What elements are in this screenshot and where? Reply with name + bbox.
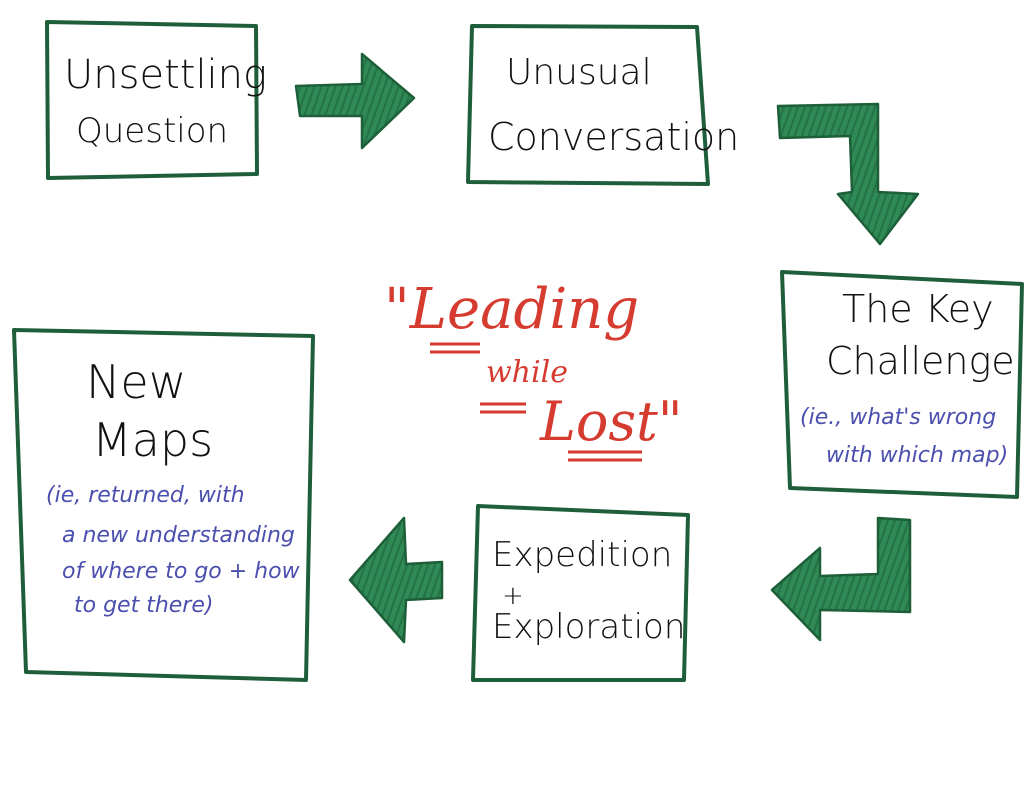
node-new-maps-line-2: Maps xyxy=(92,413,213,467)
arrow-hatch-line xyxy=(772,518,778,640)
arrow-hatch-line xyxy=(727,518,770,640)
diagram-title: "Leading while Lost" xyxy=(384,277,683,462)
title-line-1: "Leading xyxy=(384,277,639,342)
arrow-right-shape xyxy=(294,52,416,150)
arrow-hatch-line xyxy=(875,104,918,244)
node-expedition-line-1: Expedition xyxy=(492,535,672,575)
node-key-line-1: The Key xyxy=(842,287,994,331)
node-expedition-exploration: Expedition + Exploration xyxy=(471,504,690,682)
arrow-hatch-line xyxy=(296,54,299,148)
node-key-line-2: Challenge xyxy=(826,339,1015,383)
arrow-hatch-line xyxy=(778,104,793,244)
arrow-hatch-line xyxy=(419,54,452,148)
node-unusual-line-2: Conversation xyxy=(488,115,739,159)
node-unsettling-box xyxy=(45,20,259,180)
node-new-maps-line-1: New xyxy=(86,355,186,409)
arrow-hatch-line xyxy=(706,518,749,640)
arrow-hatching xyxy=(685,518,959,640)
arrow-hatch-line xyxy=(720,518,763,640)
arrow-hatch-line xyxy=(443,518,486,642)
node-new-maps-box xyxy=(12,328,315,682)
arrow-hatch-line xyxy=(450,518,493,642)
arrow-hatch-line xyxy=(903,104,918,244)
title-line-3: Lost" xyxy=(539,390,683,453)
arrow-hatch-line xyxy=(925,104,974,244)
arrow-hatch-line xyxy=(778,104,786,244)
arrow-hatch-line xyxy=(692,518,735,640)
title-line-2: while xyxy=(486,355,568,390)
arrow-hatch-line xyxy=(896,104,918,244)
arrow-hatch-line xyxy=(699,518,742,640)
arrow-hatch-line xyxy=(882,104,918,244)
node-key-box xyxy=(780,270,1024,499)
arrow-hatch-line xyxy=(917,104,918,244)
arrow-hatch-line xyxy=(713,518,756,640)
node-unusual-box xyxy=(466,24,710,186)
arrow-hatch-line xyxy=(910,104,918,244)
arrow-hatch-line xyxy=(350,518,355,642)
arrow-hatch-line xyxy=(772,518,785,640)
node-new-maps-note-4: to get there) xyxy=(74,593,213,618)
node-new-maps: New Maps (ie, returned, with a new under… xyxy=(12,328,315,682)
node-new-maps-note-1: (ie, returned, with xyxy=(46,483,245,508)
node-new-maps-note-2: a new understanding xyxy=(62,523,295,548)
node-expedition-line-2: + xyxy=(502,581,524,611)
node-new-maps-note-3: of where to go + how xyxy=(62,559,301,584)
node-expedition-box xyxy=(471,504,690,682)
arrow-elbow-left-shape xyxy=(770,516,912,642)
arrow-hatch-line xyxy=(778,104,800,244)
arrow-hatch-line xyxy=(916,518,959,640)
node-unsettling-line-1: Unsettling xyxy=(64,52,267,98)
arrow-key-to-expedition xyxy=(685,516,959,642)
arrow-hatch-line xyxy=(908,518,910,640)
node-unusual-line-1: Unusual xyxy=(506,52,652,93)
arrow-hatch-line xyxy=(685,518,728,640)
node-key-challenge: The Key Challenge (ie., what's wrong wit… xyxy=(780,270,1024,499)
node-unsettling-question: Unsettling Question xyxy=(45,20,267,180)
node-expedition-line-3: Exploration xyxy=(492,607,685,647)
arrow-hatch-line xyxy=(411,54,414,148)
node-key-note-2: with which map) xyxy=(826,443,1008,468)
node-unsettling-line-2: Question xyxy=(76,111,228,151)
arrow-hatch-line xyxy=(296,518,339,642)
node-key-note-1: (ie., what's wrong xyxy=(800,405,996,430)
node-unusual-conversation: Unusual Conversation xyxy=(466,24,739,186)
